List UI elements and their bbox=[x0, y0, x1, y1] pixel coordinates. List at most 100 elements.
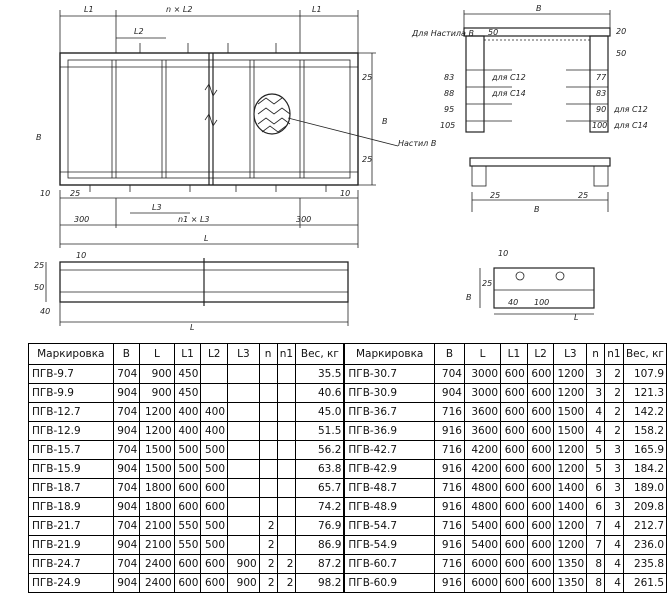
table-cell: 600 bbox=[173, 554, 202, 574]
table-cell: 704 bbox=[112, 554, 141, 574]
table-cell: 400 bbox=[200, 421, 229, 441]
table-cell: 904 bbox=[112, 573, 141, 593]
table-cell: ПГВ-42.7 bbox=[343, 440, 435, 460]
table-cell: 2 bbox=[258, 554, 278, 574]
table-cell: 2 bbox=[604, 383, 624, 403]
table-cell: 165.9 bbox=[622, 440, 667, 460]
table-cell: 4 bbox=[604, 573, 624, 593]
table-cell: 2 bbox=[604, 402, 624, 422]
table-cell: 1200 bbox=[553, 440, 588, 460]
table-cell: 400 bbox=[173, 421, 202, 441]
table-cell: 904 bbox=[433, 383, 465, 403]
table-cell: 550 bbox=[173, 516, 202, 536]
table-cell: 4200 bbox=[463, 440, 502, 460]
table-cell bbox=[258, 440, 278, 460]
table-cell bbox=[227, 440, 260, 460]
right-dim-3: 100 bbox=[592, 121, 607, 130]
table-cell: 904 bbox=[112, 459, 141, 479]
table-cell bbox=[200, 383, 229, 403]
table-cell bbox=[276, 402, 297, 422]
section-50b: 50 bbox=[616, 49, 626, 58]
table-cell: 600 bbox=[526, 478, 555, 498]
table-header-cell: n1 bbox=[604, 343, 624, 365]
table-cell: 4800 bbox=[463, 497, 502, 517]
table-cell: 600 bbox=[200, 478, 229, 498]
table-cell: 400 bbox=[173, 402, 202, 422]
table-cell bbox=[227, 402, 260, 422]
table-cell: 450 bbox=[173, 383, 202, 403]
c14-left: для C14 bbox=[491, 89, 526, 98]
table-cell: 704 bbox=[112, 440, 141, 460]
label-25b: 25 bbox=[362, 155, 372, 164]
table-cell: 3 bbox=[604, 459, 624, 479]
table-cell: 600 bbox=[526, 402, 555, 422]
table-header-cell: Вес, кг bbox=[295, 343, 345, 365]
table-cell: 7 bbox=[586, 535, 605, 555]
table-cell: 1200 bbox=[139, 402, 175, 422]
table-cell: ПГВ-9.7 bbox=[28, 364, 114, 384]
label-b-dim: B bbox=[36, 133, 42, 142]
table-header-cell: Маркировка bbox=[28, 343, 114, 365]
right-dim-1: 83 bbox=[596, 89, 606, 98]
table-cell: 1500 bbox=[139, 459, 175, 479]
left-dim-1: 88 bbox=[444, 89, 454, 98]
table-cell: ПГВ-60.9 bbox=[343, 573, 435, 593]
table-cell: 142.2 bbox=[622, 402, 667, 422]
table-cell: 184.2 bbox=[622, 459, 667, 479]
table-cell: 904 bbox=[112, 421, 141, 441]
table-cell: 2 bbox=[604, 421, 624, 441]
table-cell: ПГВ-12.7 bbox=[28, 402, 114, 422]
label-nastil-b: Настил B bbox=[398, 139, 436, 148]
table-cell: 236.0 bbox=[622, 535, 667, 555]
table-cell: 904 bbox=[112, 535, 141, 555]
table-cell: 500 bbox=[200, 459, 229, 479]
table-cell: 209.8 bbox=[622, 497, 667, 517]
table-cell bbox=[227, 364, 260, 384]
table-cell: 916 bbox=[433, 497, 465, 517]
table-cell: 600 bbox=[173, 478, 202, 498]
table-cell: 1400 bbox=[553, 497, 588, 517]
table-cell: ПГВ-18.9 bbox=[28, 497, 114, 517]
table-cell: 704 bbox=[112, 364, 141, 384]
table-header-cell: L1 bbox=[173, 343, 202, 365]
table-cell: 900 bbox=[227, 554, 260, 574]
table-cell: 189.0 bbox=[622, 478, 667, 498]
detail-100: 100 bbox=[534, 298, 549, 307]
table-cell: 7 bbox=[586, 516, 605, 536]
table-cell bbox=[227, 421, 260, 441]
detail-view bbox=[479, 267, 595, 315]
label-b-side: B bbox=[382, 117, 388, 126]
table-cell bbox=[258, 402, 278, 422]
table-cell: 600 bbox=[500, 497, 528, 517]
table-cell: 87.2 bbox=[295, 554, 345, 574]
table-cell: 3 bbox=[604, 497, 624, 517]
table-cell: 3600 bbox=[463, 421, 502, 441]
table-cell: 600 bbox=[500, 421, 528, 441]
table-cell: 4 bbox=[586, 402, 605, 422]
table-cell: ПГВ-42.9 bbox=[343, 459, 435, 479]
table-cell: 500 bbox=[200, 440, 229, 460]
table-cell bbox=[258, 383, 278, 403]
table-cell: ПГВ-15.9 bbox=[28, 459, 114, 479]
detail-40: 40 bbox=[508, 298, 518, 307]
table-header-cell: n bbox=[258, 343, 278, 365]
table-header-cell: L3 bbox=[227, 343, 260, 365]
table-cell: 5 bbox=[586, 440, 605, 460]
table-cell: 704 bbox=[433, 364, 465, 384]
table-cell: 4 bbox=[604, 516, 624, 536]
section-20: 20 bbox=[616, 27, 626, 36]
table-cell: 2 bbox=[276, 573, 297, 593]
label-n1-l3: n1 × L3 bbox=[178, 215, 210, 224]
table-cell: 600 bbox=[526, 440, 555, 460]
label-l1-right: L1 bbox=[312, 5, 322, 14]
table-cell: 600 bbox=[173, 497, 202, 517]
table-cell: 916 bbox=[433, 573, 465, 593]
table-cell: 45.0 bbox=[295, 402, 345, 422]
table-cell: 1400 bbox=[553, 478, 588, 498]
